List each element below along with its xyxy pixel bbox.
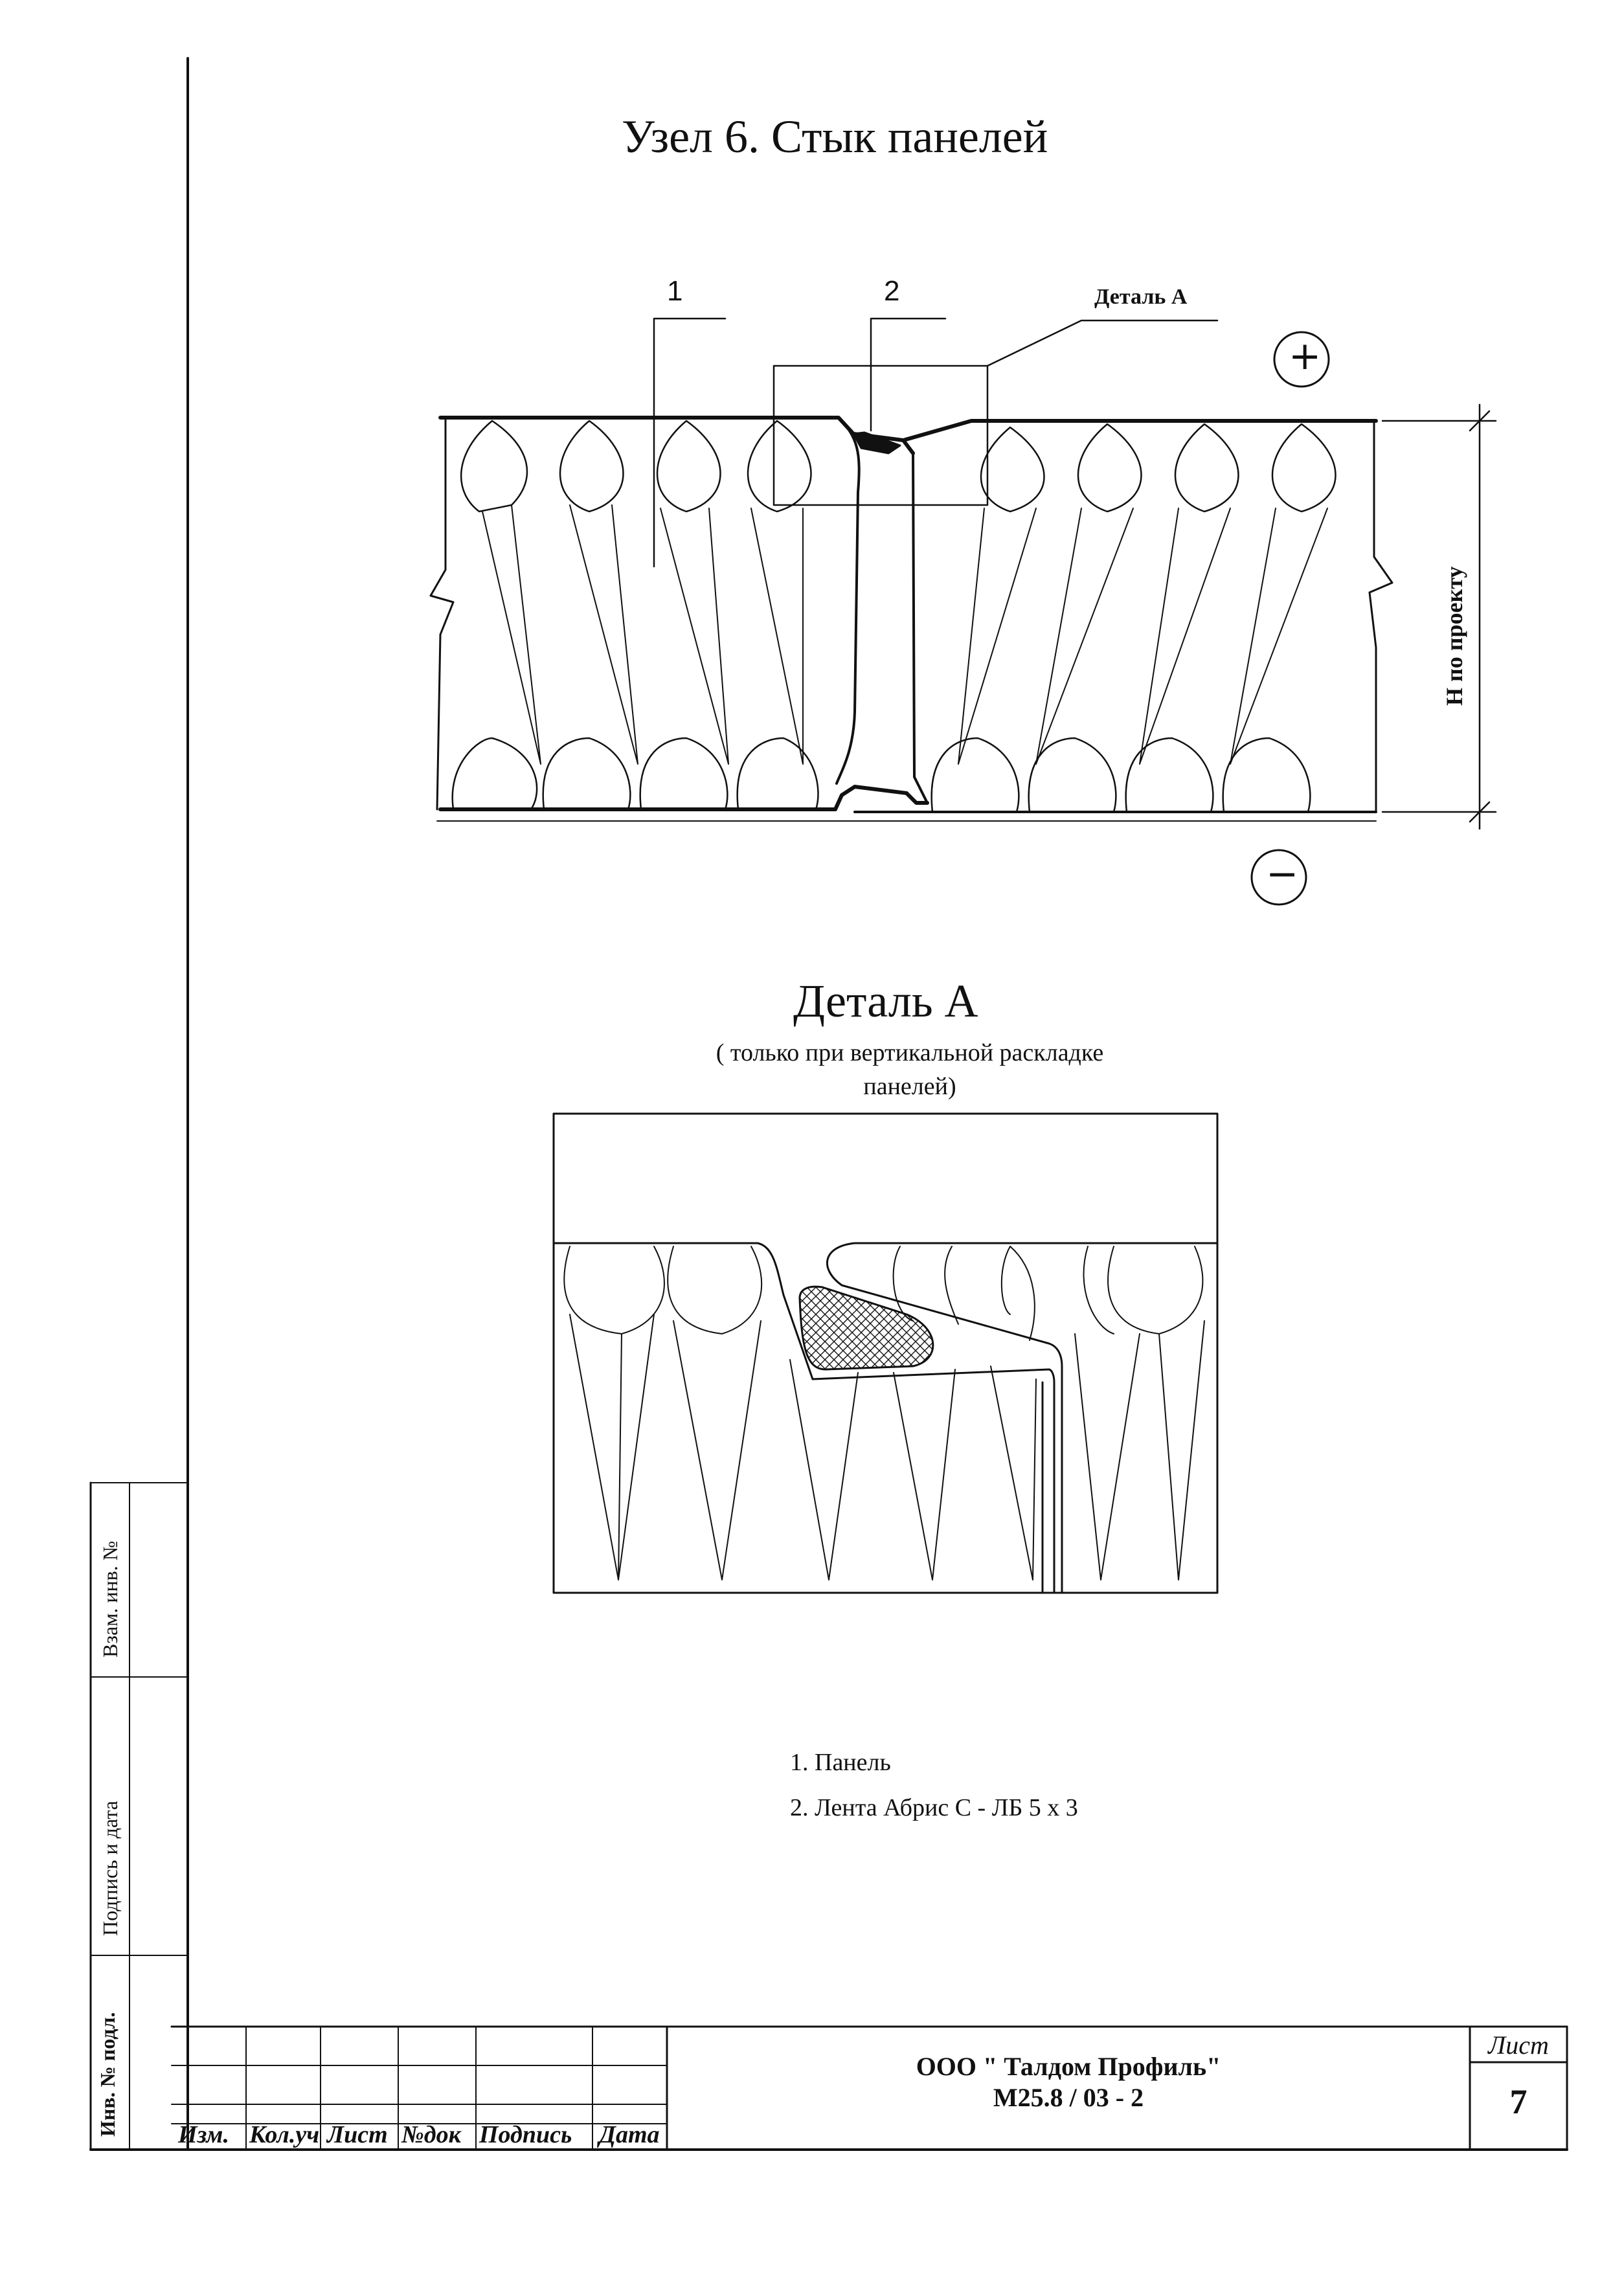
detail-title: Деталь А (793, 975, 978, 1027)
break-line-left (429, 416, 455, 811)
tb-header-list: Лист (327, 2121, 388, 2148)
callout-2: 2 (884, 275, 900, 307)
tb-header-kol: Кол.уч (249, 2121, 320, 2148)
detail-seal-tape (798, 1285, 934, 1371)
leader-1 (653, 317, 727, 568)
detail-a-box (552, 1112, 1219, 1594)
detail-top-face-right (826, 1242, 1219, 1594)
company-name: ООО " Талдом Профиль" (916, 2052, 1221, 2081)
tb-header-data: Дата (599, 2121, 660, 2148)
plus-circle (1273, 331, 1330, 388)
dimension-label: Н по проекту (1441, 566, 1467, 706)
legend-item-1: 1. Панель (790, 1749, 891, 1776)
insulation-wedges-down (482, 504, 1328, 765)
insulation-bottom-lobes (451, 737, 1311, 813)
legend-item-2: 2. Лента Абрис С - ЛБ 5 х 3 (790, 1794, 1078, 1821)
sheet-number: 7 (1509, 2082, 1528, 2121)
detail-insulation-wedges (569, 1314, 1205, 1580)
title-block-grid (170, 2025, 1568, 2151)
page-title: Узел 6. Стык панелей (622, 111, 1048, 163)
break-line-right (1368, 420, 1393, 813)
tb-header-podpis: Подпись (479, 2121, 572, 2148)
insulation-top-lobes (460, 420, 1336, 513)
tb-header-izm: Изм. (178, 2121, 229, 2148)
detail-a-drawing (552, 1112, 1219, 1594)
tb-header-ndok: №док (401, 2121, 461, 2148)
joint-tongue (835, 416, 929, 804)
stamp-inv-orig: Инв. № подл. (96, 2012, 119, 2137)
seal-tape (852, 431, 901, 455)
callout-1: 1 (667, 275, 683, 307)
leader-detail-a (986, 319, 1219, 367)
stamp-sign-date: Подпись и дата (98, 1801, 122, 1936)
minus-sign: − (1266, 851, 1299, 897)
sheet-label: Лист (1488, 2030, 1549, 2060)
detail-a-frame (773, 365, 989, 506)
stamp-replace-inv: Взам. инв. № (98, 1540, 122, 1658)
detail-top-face-left (552, 1242, 814, 1380)
document-code: М25.8 / 03 - 2 (993, 2083, 1144, 2112)
callout-detail-a: Деталь А (1094, 285, 1188, 309)
detail-note: ( только при вертикальной раскладке пане… (716, 1039, 1104, 1100)
minus-circle (1250, 849, 1307, 906)
panel-bottom-face (438, 785, 929, 811)
leader-2 (870, 317, 947, 432)
panel-joint-drawing (429, 317, 1497, 906)
panel-top-face (438, 416, 1378, 455)
plus-sign: + (1289, 333, 1322, 379)
height-dimension (1381, 403, 1497, 830)
